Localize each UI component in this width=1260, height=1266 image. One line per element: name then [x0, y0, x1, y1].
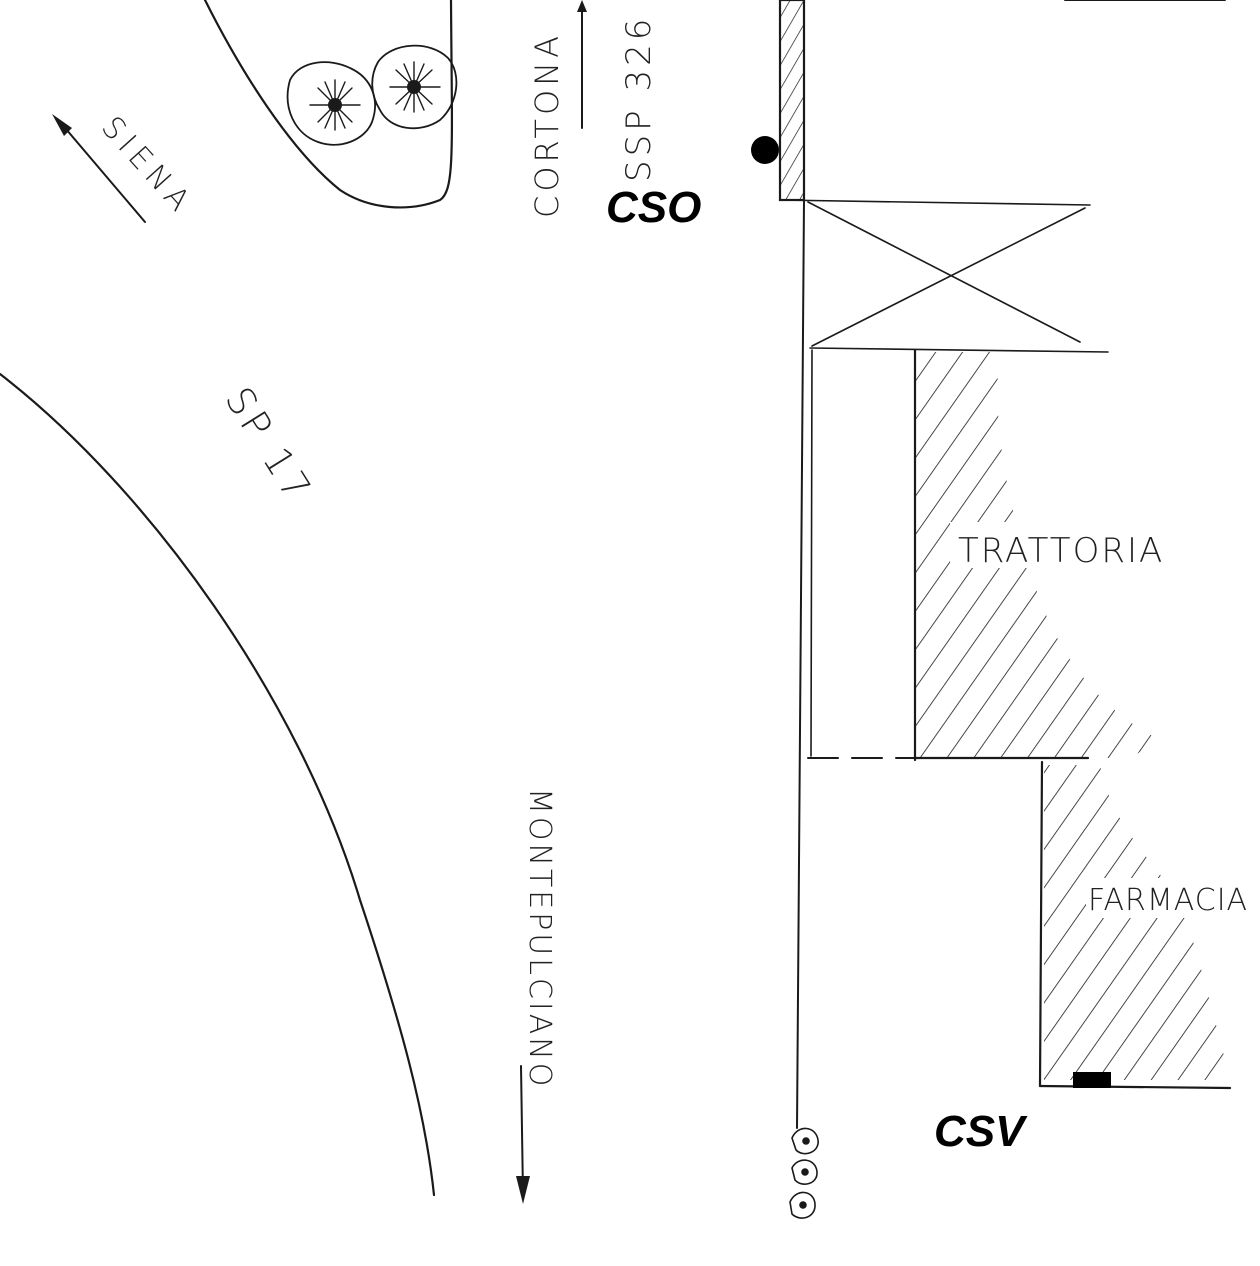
crossed-area	[779, 199, 1109, 353]
siena-label: SIENA	[94, 110, 200, 222]
siena-arrow-icon	[52, 114, 146, 223]
montepulciano-arrow-icon	[516, 1065, 530, 1204]
building-strip-top	[778, 0, 806, 202]
farmacia-building	[1044, 765, 1230, 1080]
cortona-arrow-icon	[577, 0, 587, 129]
trattoria-building	[915, 352, 1160, 758]
curb-top-left	[203, 0, 454, 209]
trattoria-label: TRATTORIA	[958, 531, 1164, 571]
montepulciano-label: MONTEPULCIANO	[522, 788, 557, 1089]
farmacia-label: FARMACIA	[1088, 883, 1248, 918]
csv-label: CSV	[934, 1107, 1028, 1156]
csv-marker	[1073, 1072, 1111, 1088]
street-line-main	[796, 199, 805, 1129]
cso-marker-dot	[751, 136, 779, 164]
tree-icon	[371, 44, 458, 130]
cso-label: CSO	[606, 183, 701, 232]
ssp326-label: SSP 326	[619, 15, 659, 182]
flower-icon	[789, 1127, 819, 1219]
tree-icon	[286, 61, 376, 146]
street-line-inner	[810, 349, 813, 757]
sp17-label: SP 17	[216, 379, 321, 510]
cortona-label: CORTONA	[528, 32, 566, 218]
sp17-road-curve	[0, 372, 436, 1197]
